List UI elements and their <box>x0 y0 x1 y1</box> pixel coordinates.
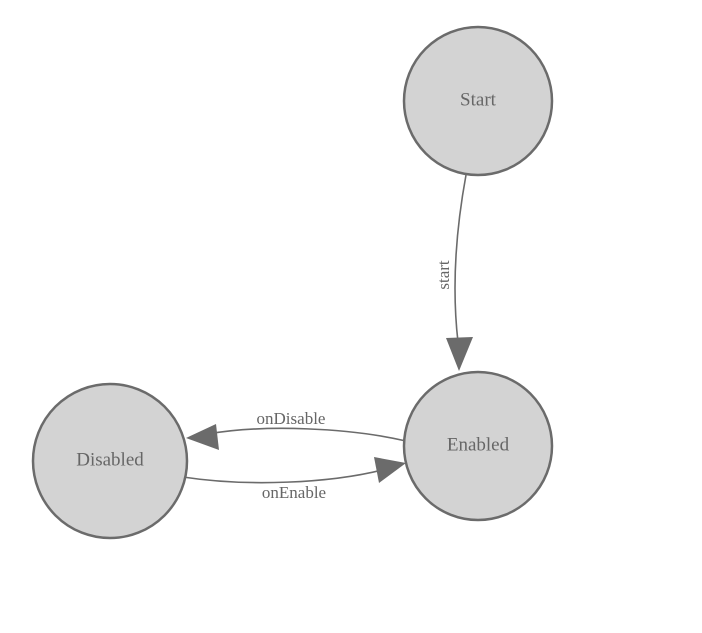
node-enabled-label: Enabled <box>447 434 510 455</box>
edge-start-to-enabled[interactable]: start <box>434 174 473 371</box>
node-start[interactable]: Start <box>402 25 554 177</box>
node-disabled[interactable]: Disabled <box>31 382 189 540</box>
node-start-circle <box>402 25 554 177</box>
edge-disabled-to-enabled-path <box>182 469 383 484</box>
edge-label-start: start <box>434 260 453 290</box>
node-enabled[interactable]: Enabled <box>402 370 554 522</box>
edge-label-onenable: onEnable <box>262 483 326 502</box>
edge-disabled-to-enabled[interactable]: onEnable <box>182 457 406 502</box>
edge-start-to-enabled-path <box>454 174 467 343</box>
edge-start-to-enabled-arrowhead <box>446 337 473 371</box>
node-enabled-circle <box>402 370 554 522</box>
edge-enabled-to-disabled-path <box>207 427 407 442</box>
edge-enabled-to-disabled[interactable]: onDisable <box>186 409 407 450</box>
edge-disabled-to-enabled-arrowhead <box>374 457 406 483</box>
node-disabled-label: Disabled <box>76 449 144 470</box>
edge-label-ondisable: onDisable <box>257 409 326 428</box>
node-start-label: Start <box>460 89 497 110</box>
node-disabled-circle <box>31 382 189 540</box>
edge-enabled-to-disabled-arrowhead <box>186 424 219 450</box>
